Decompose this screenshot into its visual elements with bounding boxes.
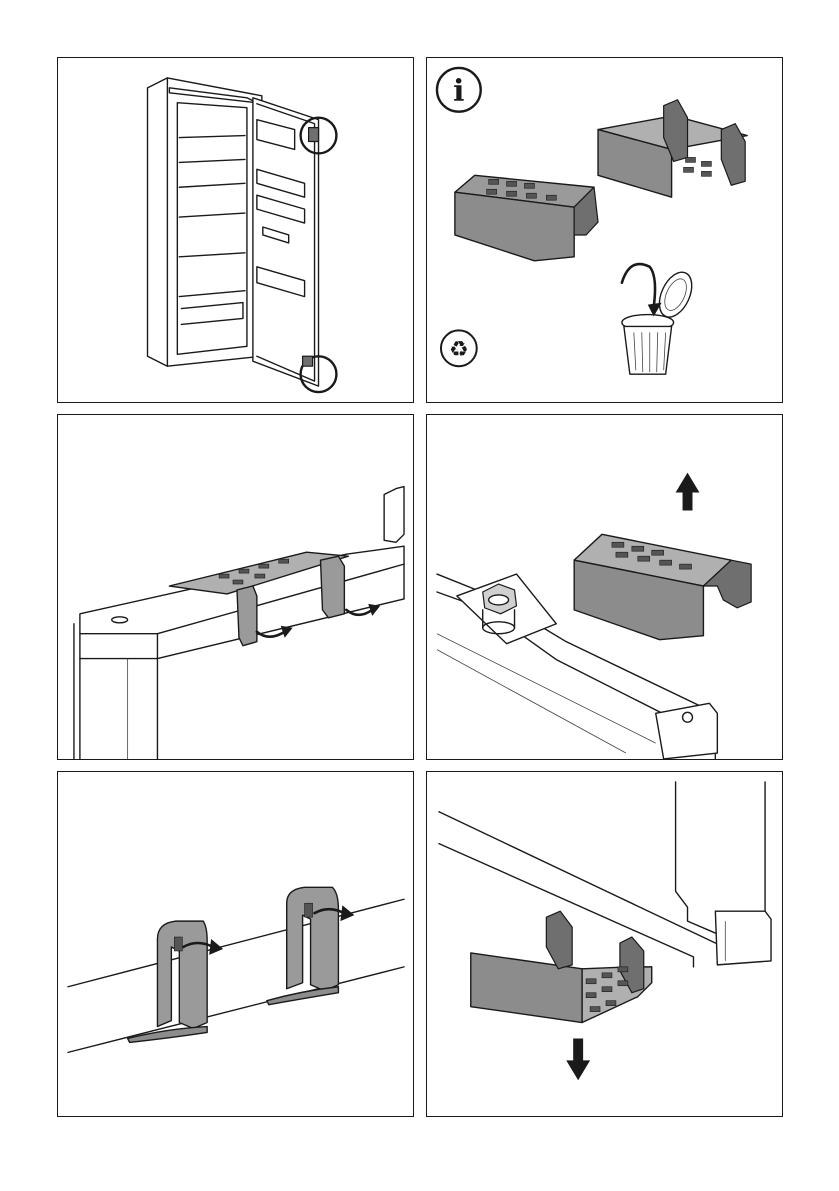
- step-5-panel: [57, 771, 414, 1117]
- spacer-on-door-illustration: [58, 415, 413, 759]
- svg-text:i: i: [453, 74, 464, 109]
- spacer-part-right: [598, 100, 747, 197]
- step-2-panel: i ♻: [426, 57, 783, 403]
- spacer-part: [471, 911, 652, 1022]
- step-4-panel: [426, 414, 783, 760]
- spacer-part: [574, 534, 751, 639]
- step-6-panel: [426, 771, 783, 1117]
- trash-bin-icon: [622, 264, 698, 374]
- svg-text:♻: ♻: [449, 337, 469, 362]
- fridge-open-door-illustration: [58, 58, 413, 402]
- spacer-lift-illustration: [427, 415, 782, 759]
- arrow-up-icon: [676, 473, 700, 511]
- step-1-panel: [57, 57, 414, 403]
- step-3-panel: [57, 414, 414, 760]
- arrow-down-icon: [566, 1038, 590, 1080]
- spacer-parts-illustration: i ♻: [427, 58, 782, 402]
- info-icon: i: [437, 68, 481, 112]
- spacer-clips-closeup-illustration: [58, 772, 413, 1116]
- recycle-icon: ♻: [441, 330, 477, 366]
- spacer-remove-down-illustration: [427, 772, 782, 1116]
- spacer-part-left: [455, 175, 598, 261]
